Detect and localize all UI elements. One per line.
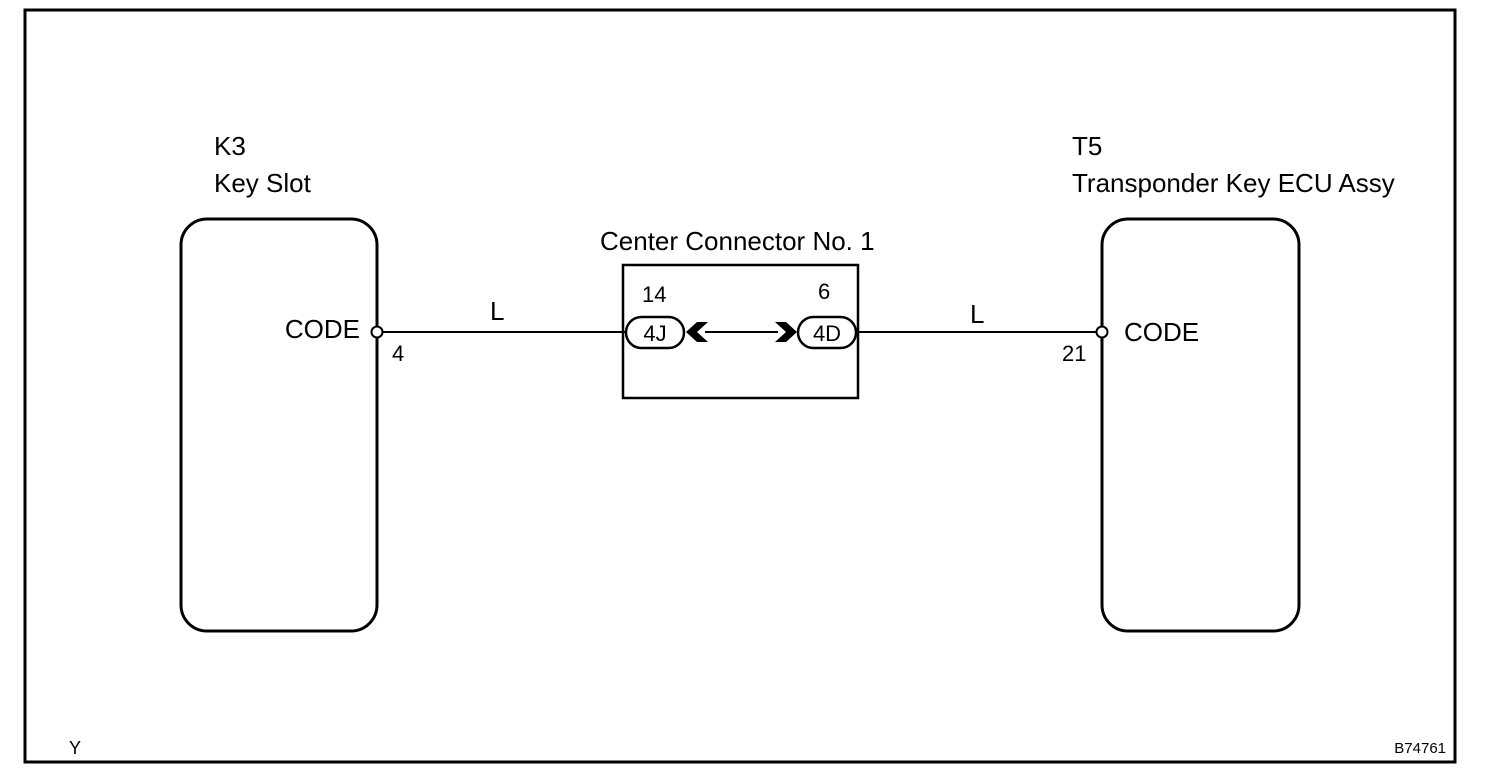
right-plug-arrow-icon (775, 322, 797, 342)
left-plug-pill (624, 315, 686, 350)
right-wire-color-code: L (970, 299, 984, 329)
right-component-id: T5 (1072, 131, 1102, 161)
diagram-frame (23, 8, 1457, 764)
left-component-box (179, 217, 379, 633)
center-connector-title: Center Connector No. 1 (600, 226, 875, 256)
right-pin-number: 21 (1062, 341, 1086, 366)
left-plug-label: 4J (643, 321, 666, 346)
left-terminal-label: CODE (285, 314, 360, 344)
center-left-pin-number: 14 (642, 282, 666, 307)
left-component-name: Key Slot (214, 168, 312, 198)
corner-label-bottom-left: Y (69, 738, 81, 758)
left-plug-arrow-icon (686, 322, 708, 342)
left-component-id: K3 (214, 131, 246, 161)
right-component-name: Transponder Key ECU Assy (1072, 168, 1395, 198)
figure-code: B74761 (1394, 740, 1446, 757)
right-plug-pill (796, 315, 858, 350)
left-pin-number: 4 (392, 341, 404, 366)
right-component-box (1100, 217, 1301, 633)
right-terminal-label: CODE (1124, 317, 1199, 347)
right-plug-label: 4D (813, 321, 841, 346)
left-terminal-circle (370, 325, 384, 339)
right-terminal-circle (1095, 325, 1109, 339)
left-wire-color-code: L (490, 296, 504, 326)
center-right-pin-number: 6 (818, 279, 830, 304)
